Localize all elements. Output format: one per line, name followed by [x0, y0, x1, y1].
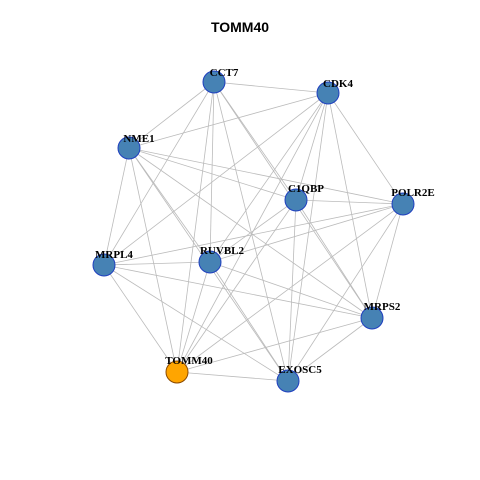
edge-cdk4-exosc5 [287, 92, 329, 382]
edge-c1qbp-polr2e [295, 199, 404, 205]
node-circle-ruvbl2[interactable] [198, 250, 222, 274]
edge-c1qbp-tomm40 [176, 199, 297, 373]
edge-ruvbl2-mrpl4 [103, 261, 211, 266]
edge-cct7-tomm40 [176, 81, 215, 373]
edge-mrps2-tomm40 [176, 317, 373, 373]
node-label-mrpl4: MRPL4 [95, 249, 133, 261]
edge-cdk4-tomm40 [176, 92, 329, 373]
edge-cct7-mrpl4 [103, 81, 215, 266]
node-circle-tomm40[interactable] [165, 360, 189, 384]
edge-ruvbl2-tomm40 [176, 261, 211, 373]
node-c1qbp[interactable]: C1QBP [284, 183, 324, 212]
edge-polr2e-mrpl4 [103, 203, 404, 266]
edge-nme1-mrpl4 [103, 147, 130, 266]
edge-tomm40-exosc5 [176, 371, 289, 382]
node-label-tomm40: TOMM40 [165, 355, 213, 367]
edge-layer [103, 81, 404, 382]
node-cct7[interactable]: CCT7 [202, 67, 239, 94]
node-mrps2[interactable]: MRPS2 [360, 301, 401, 330]
node-label-cdk4: CDK4 [323, 78, 353, 90]
node-label-ruvbl2: RUVBL2 [200, 245, 245, 257]
node-label-c1qbp: C1QBP [288, 183, 324, 195]
edge-c1qbp-mrps2 [295, 199, 373, 319]
edge-nme1-tomm40 [128, 147, 178, 373]
edge-cct7-ruvbl2 [209, 81, 215, 263]
node-label-polr2e: POLR2E [391, 187, 434, 199]
edge-cdk4-ruvbl2 [209, 92, 329, 263]
edge-mrpl4-tomm40 [103, 264, 178, 373]
edge-cct7-c1qbp [213, 81, 297, 201]
edge-polr2e-ruvbl2 [209, 203, 404, 263]
edge-cdk4-polr2e [327, 92, 404, 205]
node-label-mrps2: MRPS2 [364, 301, 401, 313]
edge-mrpl4-mrps2 [103, 264, 373, 319]
edge-ruvbl2-mrps2 [209, 261, 373, 319]
node-polr2e[interactable]: POLR2E [391, 187, 435, 216]
node-circle-nme1[interactable] [117, 136, 141, 160]
edge-cct7-nme1 [128, 81, 215, 149]
node-mrpl4[interactable]: MRPL4 [92, 249, 133, 277]
edge-ruvbl2-exosc5 [209, 261, 289, 382]
node-label-nme1: NME1 [123, 133, 154, 145]
graph-title: TOMM40 [210, 19, 270, 35]
node-label-cct7: CCT7 [210, 67, 239, 79]
node-circle-exosc5[interactable] [276, 369, 300, 393]
node-circle-cct7[interactable] [202, 70, 226, 94]
node-circle-mrpl4[interactable] [92, 253, 116, 277]
node-circle-polr2e[interactable] [391, 192, 415, 216]
node-circle-mrps2[interactable] [360, 306, 384, 330]
edge-cdk4-mrps2 [327, 92, 373, 319]
edge-cct7-exosc5 [213, 81, 289, 382]
edge-mrpl4-exosc5 [103, 264, 289, 382]
edge-polr2e-exosc5 [287, 203, 404, 382]
node-circle-cdk4[interactable] [316, 81, 340, 105]
edge-nme1-polr2e [128, 147, 404, 205]
edge-polr2e-tomm40 [176, 203, 404, 373]
edge-cdk4-mrpl4 [103, 92, 329, 266]
edge-cct7-cdk4 [213, 81, 329, 94]
node-tomm40[interactable]: TOMM40 [165, 355, 213, 384]
edge-mrps2-exosc5 [287, 317, 373, 382]
node-nme1[interactable]: NME1 [117, 133, 155, 160]
edge-polr2e-mrps2 [371, 203, 404, 319]
node-ruvbl2[interactable]: RUVBL2 [198, 245, 245, 274]
node-label-exosc5: EXOSC5 [278, 364, 322, 376]
edge-cdk4-nme1 [128, 92, 329, 149]
edge-nme1-ruvbl2 [128, 147, 211, 263]
node-cdk4[interactable]: CDK4 [316, 78, 353, 105]
edge-c1qbp-ruvbl2 [209, 199, 297, 263]
node-exosc5[interactable]: EXOSC5 [276, 364, 322, 393]
node-circle-c1qbp[interactable] [284, 188, 308, 212]
edge-cdk4-c1qbp [295, 92, 329, 201]
edge-nme1-c1qbp [128, 147, 297, 201]
